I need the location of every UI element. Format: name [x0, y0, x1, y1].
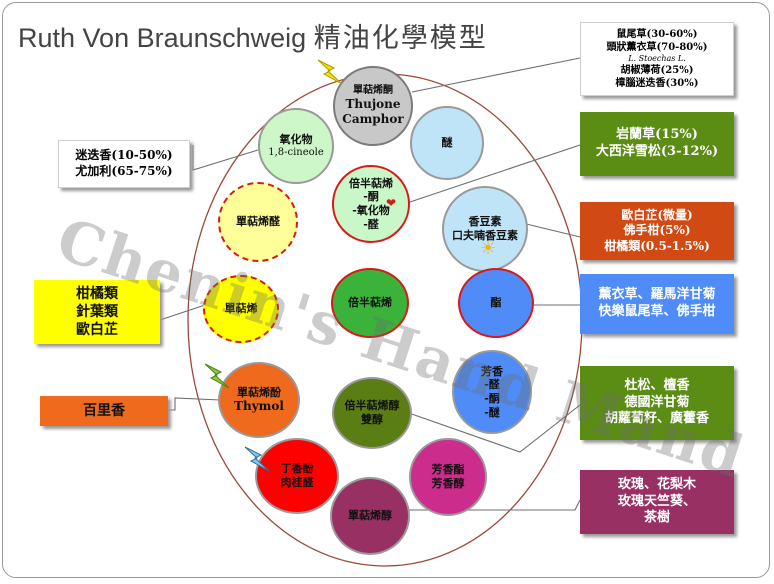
- box-pine: 杜松、檀香 德國洋甘菊 胡蘿蔔籽、廣藿香: [580, 366, 734, 440]
- circle-mono-aldehyde: 單萜烯醛: [218, 182, 298, 262]
- circle-sesquiterpene: 倍半萜烯: [331, 268, 409, 338]
- box-angelica-line-2: 佛手柑(5%): [623, 223, 691, 238]
- box-thyme-line-1: 百里香: [83, 402, 125, 419]
- circle-coumarin: 香豆素 口夫喃香豆素: [442, 186, 528, 272]
- circle-thujone-line-3: Camphor: [342, 112, 404, 127]
- box-citrus-line-2: 針葉類: [76, 303, 118, 320]
- box-thyme: 百里香: [40, 396, 168, 426]
- connector-sesq-cistus: [403, 144, 581, 205]
- box-sage-line-2: 頭狀薰衣草(70-80%): [606, 41, 708, 53]
- circle-thymol-line-1: 單萜烯酚: [237, 385, 281, 399]
- title-cjk: 精油化學模型: [313, 23, 488, 53]
- box-sage-line-4: 胡椒薄荷(25%): [620, 65, 694, 77]
- box-sage-line-5: 樟腦迷迭香(30%): [615, 78, 699, 90]
- circle-ester-line-1: 酯: [490, 296, 502, 310]
- box-citrus-line-1: 柑橘類: [76, 285, 118, 302]
- connector-coumarin-angelica: [517, 221, 581, 238]
- circle-aromatic-aldehyde-line-4: -醚: [484, 405, 500, 419]
- circle-sesq-ketone: 倍半萜烯 -酮 -氧化物 -醛: [332, 165, 410, 243]
- lightning-icon-thymol: [204, 363, 230, 389]
- circle-thujone: 單萜烯酮 Thujone Camphor: [333, 66, 413, 146]
- connector-sesqalcohol-pine: [405, 404, 581, 453]
- heart-icon: ❤: [386, 196, 397, 210]
- circle-mono-alcohol: 單萜烯醇: [330, 477, 410, 555]
- lightning-icon-thujone: [317, 59, 343, 85]
- circle-thujone-line-1: 單萜烯酮: [353, 84, 393, 96]
- connector-thujone-sage: [411, 57, 581, 93]
- circle-sesq-alcohol: 倍半萜烯醇 雙醇: [332, 377, 412, 449]
- circle-sesq-ketone-line-4: -醛: [363, 217, 379, 231]
- box-rose-line-2: 玫瑰天竺葵、: [617, 493, 696, 509]
- circle-aromatic-aldehyde-line-2: -醛: [484, 378, 500, 392]
- lightning-icon-phenol: [244, 446, 270, 472]
- box-sage-line-3: L. Stoechas L.: [628, 53, 686, 63]
- circle-oxide-line-2: 1,8-cineole: [268, 146, 324, 158]
- circle-mono-alcohol-line-1: 單萜烯醇: [348, 509, 392, 523]
- circle-ester: 酯: [458, 268, 534, 338]
- box-angelica: 歐白芷(微量) 佛手柑(5%) 柑橘類(0.5-1.5%): [580, 202, 734, 260]
- box-angelica-line-1: 歐白芷(微量): [621, 207, 693, 222]
- box-lavender: 薰衣草、羅馬洋甘菊 快樂鼠尾草、佛手柑: [580, 274, 734, 334]
- box-sage-line-1: 鼠尾草(30-60%): [616, 28, 698, 40]
- connector-thymol-thyme: [168, 397, 221, 411]
- circle-mono-aldehyde-line-1: 單萜烯醛: [236, 215, 280, 229]
- circle-thujone-line-2: Thujone: [345, 97, 401, 112]
- circle-phenol-line-2: 肉桂醛: [280, 476, 314, 489]
- circle-aromatic-aldehyde-line-1: 芳香: [481, 364, 503, 378]
- box-cistus-line-1: 岩蘭草(15%): [616, 127, 698, 143]
- box-lavender-line-1: 薰衣草、羅馬洋甘菊: [598, 287, 716, 303]
- box-rosemary: 迷迭香(10-50%) 尤加利(65-75%): [58, 140, 190, 188]
- box-citrus-line-3: 歐白芷: [76, 322, 118, 339]
- circle-thymol-line-2: Thymol: [234, 399, 284, 414]
- circle-coumarin-line-1: 香豆素: [468, 215, 502, 229]
- box-sage: 鼠尾草(30-60%) 頭狀薰衣草(70-80%) L. Stoechas L.…: [580, 22, 734, 96]
- page-title: Ruth Von Braunschweig 精油化學模型: [18, 16, 488, 55]
- box-rosemary-line-2: 尤加利(65-75%): [75, 164, 173, 178]
- circle-sesq-alcohol-line-1: 倍半萜烯醇: [344, 399, 400, 413]
- box-cistus: 岩蘭草(15%) 大西洋雪松(3-12%): [580, 112, 734, 176]
- circle-phenol: 丁香酚 肉桂醛: [255, 438, 339, 514]
- box-pine-line-2: 德國洋甘菊: [624, 394, 690, 410]
- circle-aromatic-aldehyde: 芳香 -醛 -酮 -醚: [452, 350, 532, 434]
- sun-icon: ☀: [480, 238, 497, 259]
- circle-sesq-ketone-line-3: -氧化物: [352, 204, 390, 217]
- box-angelica-line-3: 柑橘類(0.5-1.5%): [604, 238, 710, 253]
- box-rose-line-3: 茶樹: [643, 510, 670, 526]
- circle-oxide-line-1: 氧化物: [279, 132, 313, 146]
- circle-coumarin-line-2: 口夫喃香豆素: [452, 229, 518, 242]
- circle-thymol: 單萜烯酚 Thymol: [218, 362, 300, 438]
- circle-mono-terpene-line-1: 單萜烯: [224, 302, 258, 316]
- circle-sesq-alcohol-line-2: 雙醇: [361, 413, 383, 426]
- box-cistus-line-2: 大西洋雪松(3-12%): [595, 144, 719, 159]
- title-latin: Ruth Von Braunschweig: [18, 23, 307, 53]
- circle-sesquiterpene-line-1: 倍半萜烯: [348, 296, 392, 310]
- connector-oxide-rosemary: [192, 145, 259, 171]
- circle-oxide: 氧化物 1,8-cineole: [258, 108, 334, 184]
- circle-phenol-line-1: 丁香酚: [280, 462, 314, 476]
- connector-mono-citrus: [159, 304, 206, 321]
- circle-sesq-ketone-line-1: 倍半萜烯: [349, 176, 393, 190]
- box-rosemary-line-1: 迷迭香(10-50%): [75, 148, 173, 163]
- box-rose: 玫瑰、花梨木 玫瑰天竺葵、 茶樹: [580, 470, 734, 534]
- circle-ether-line-1: 醚: [441, 136, 453, 150]
- box-pine-line-1: 杜松、檀香: [624, 377, 690, 393]
- circle-sesq-ketone-line-2: -酮: [363, 190, 379, 204]
- box-rose-line-1: 玫瑰、花梨木: [617, 476, 696, 492]
- circle-aromatic-ester-line-1: 芳香酯: [431, 463, 465, 477]
- box-citrus: 柑橘類 針葉類 歐白芷: [34, 280, 160, 344]
- circle-aromatic-ester-line-2: 芳香醇: [431, 477, 465, 490]
- box-lavender-line-2: 快樂鼠尾草、佛手柑: [598, 304, 716, 319]
- circle-aromatic-ester: 芳香酯 芳香醇: [409, 438, 487, 516]
- circle-ether: 醚: [410, 106, 484, 180]
- box-pine-line-3: 胡蘿蔔籽、廣藿香: [604, 411, 709, 427]
- circle-aromatic-aldehyde-line-3: -酮: [484, 392, 500, 405]
- circle-mono-terpene: 單萜烯: [203, 275, 279, 343]
